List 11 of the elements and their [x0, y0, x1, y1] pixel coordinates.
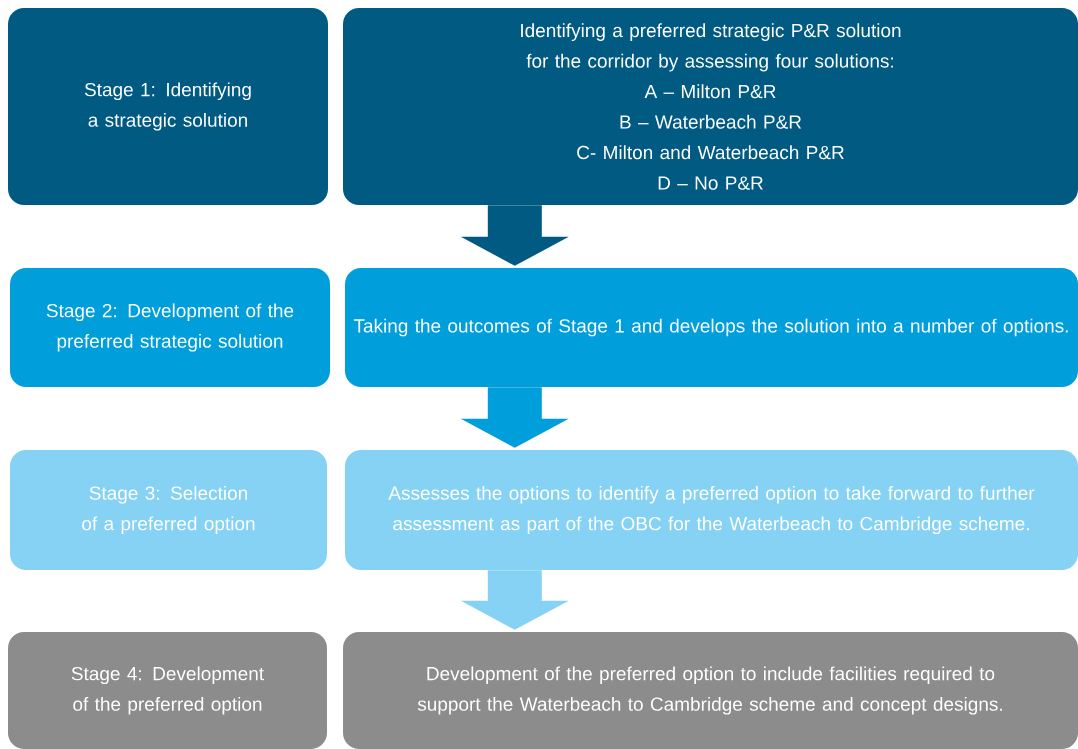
block-arrow	[460, 205, 569, 266]
stage-box: Stage 2: Development of the preferred strategic solution	[10, 268, 330, 387]
description-box: Identifying a preferred strategic P&R solution for the corridor by assessing four solutions: A – Milton P&R B – Waterbeach P&R C- Milton and Waterbeach P&R D – No P&R	[343, 8, 1078, 205]
block-arrow	[460, 387, 569, 448]
description-box: Assesses the options to identify a preferred option to take forward to further assessment as part of the OBC for the Waterbeach to Cambridge scheme.	[345, 450, 1078, 570]
block-arrow	[460, 570, 569, 630]
stage-box: Stage 3: Selection of a preferred option	[10, 450, 327, 570]
description-box: Development of the preferred option to include facilities required to support the Waterbeach to Cambridge scheme and concept designs.	[343, 632, 1078, 749]
stage-box: Stage 4: Development of the preferred option	[8, 632, 327, 749]
description-box: Taking the outcomes of Stage 1 and develops the solution into a number of options.	[345, 268, 1078, 387]
stage-box: Stage 1: Identifying a strategic solution	[8, 8, 328, 205]
